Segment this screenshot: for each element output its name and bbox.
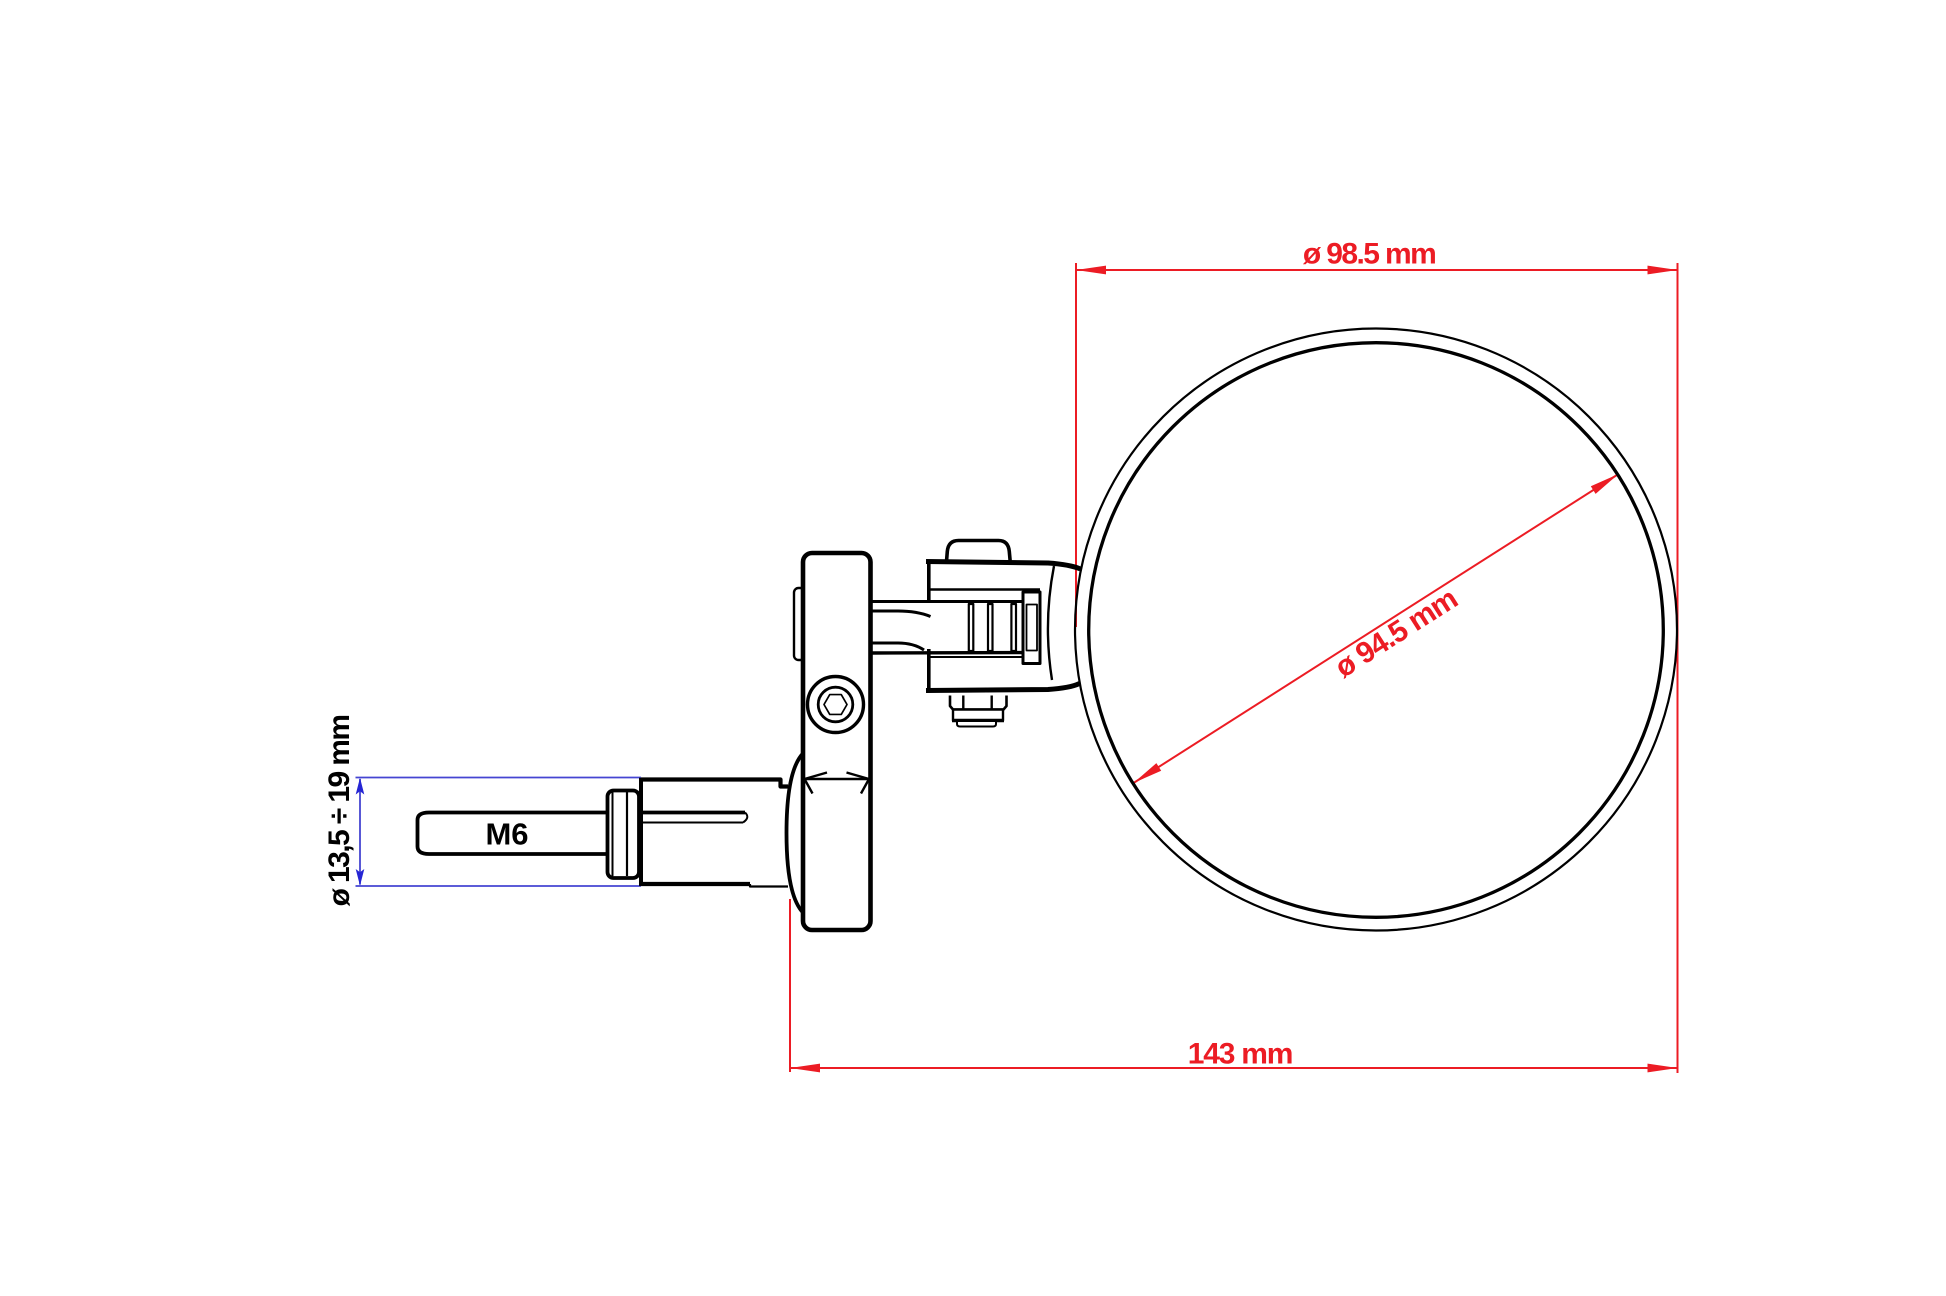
svg-text:ø 98.5 mm: ø 98.5 mm [1303,238,1435,271]
svg-text:ø 13,5 ÷ 19 mm: ø 13,5 ÷ 19 mm [323,716,356,907]
svg-text:143 mm: 143 mm [1188,1038,1293,1071]
svg-text:M6: M6 [485,817,528,852]
